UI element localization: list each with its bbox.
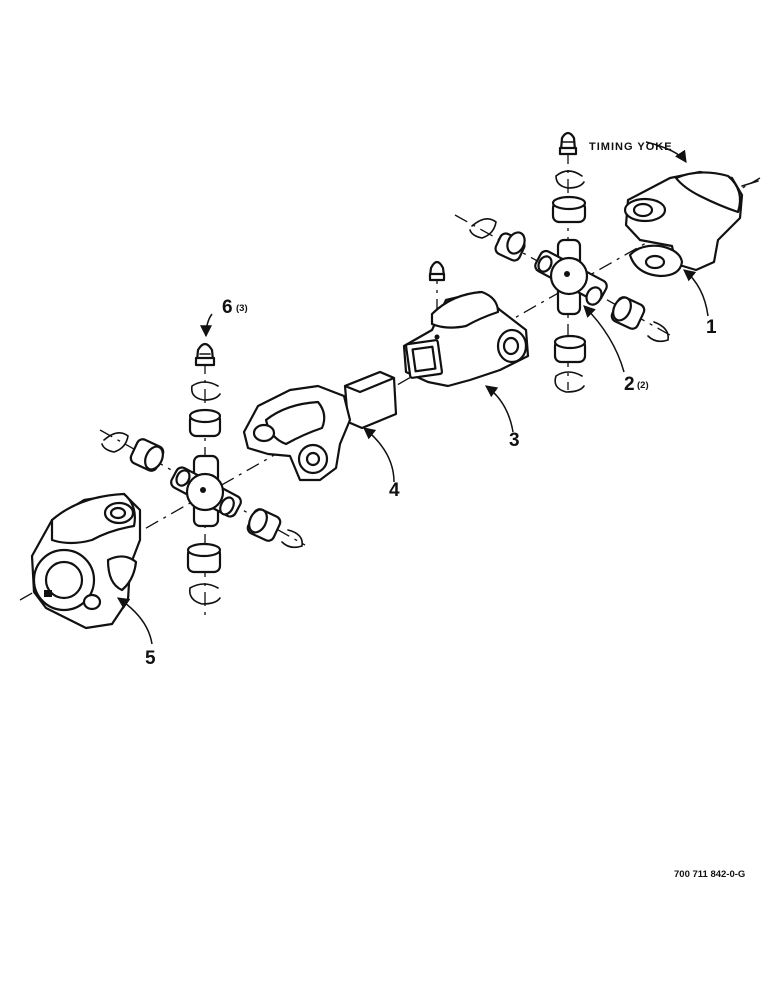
assembly-centerline bbox=[19, 177, 761, 601]
grease-fitting-right bbox=[558, 131, 578, 156]
leader-lines bbox=[117, 141, 709, 645]
callout-5: 5 bbox=[145, 648, 156, 669]
timing-yoke-part-1 bbox=[623, 170, 759, 278]
callout-3: 3 bbox=[509, 430, 520, 451]
callout-6: 6 bbox=[222, 297, 233, 318]
callout-1: 1 bbox=[706, 317, 717, 338]
drawing-number: 700 711 842-0-G bbox=[674, 869, 745, 880]
callout-2-qty: (2) bbox=[637, 380, 649, 391]
right-bearing-set bbox=[469, 170, 670, 393]
grease-fitting-center bbox=[428, 260, 446, 282]
callout-2: 2 bbox=[624, 374, 635, 395]
inner-yoke-part-4 bbox=[242, 370, 398, 482]
universal-cross-right bbox=[534, 238, 608, 316]
callout-4: 4 bbox=[389, 480, 400, 501]
left-bearing-set bbox=[101, 381, 304, 605]
universal-cross-left bbox=[170, 454, 242, 528]
timing-yoke-label: TIMING YOKE bbox=[589, 141, 673, 153]
end-yoke-part-5 bbox=[30, 492, 142, 630]
callout-6-qty: (3) bbox=[236, 303, 248, 314]
grease-fitting-left bbox=[194, 342, 216, 367]
slip-yoke-part-3 bbox=[402, 290, 530, 388]
